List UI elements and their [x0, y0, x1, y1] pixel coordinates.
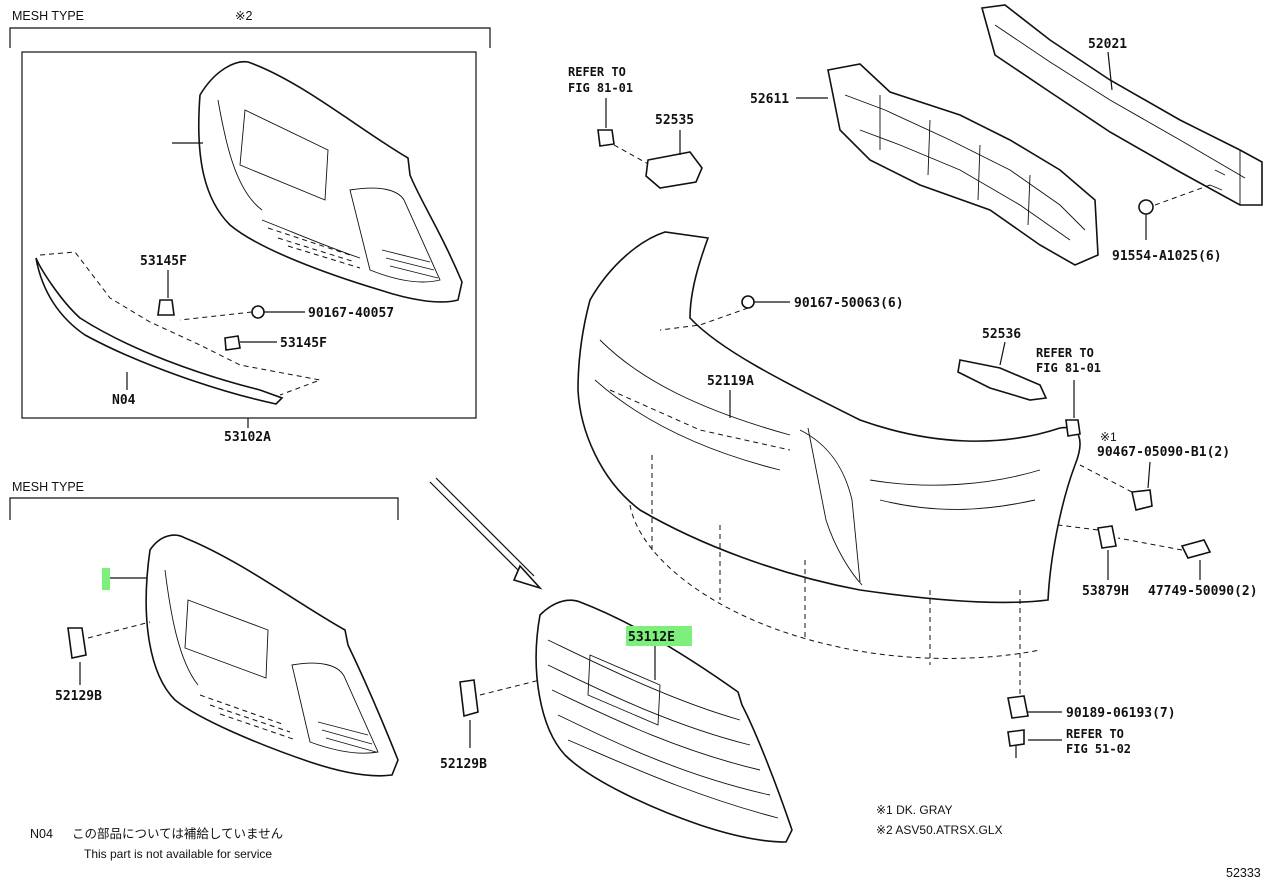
label-90167-40057: 90167-40057 [308, 306, 394, 321]
top-group-bracket [9, 27, 491, 419]
top-group-title: MESH TYPE [12, 9, 84, 23]
label-53102a: 53102A [224, 430, 271, 445]
clip-53879h[interactable] [1097, 525, 1117, 549]
lower-molding-n04[interactable] [35, 251, 322, 405]
clip-52129b-left[interactable] [67, 627, 87, 659]
label-53879h: 53879H [1082, 584, 1129, 599]
footnote-english: This part is not available for service [84, 847, 272, 861]
label-52119a: 52119A [707, 374, 754, 389]
nut-52535[interactable] [597, 129, 615, 147]
footnote-japanese: この部品については補給していません [72, 826, 283, 841]
reinforcement-52021[interactable] [980, 4, 1263, 206]
label-52129b-left: 52129B [55, 689, 102, 704]
direction-arrow [429, 477, 543, 590]
label-91554: 91554-A1025(6) [1112, 249, 1222, 264]
bolt-fig51[interactable] [1007, 729, 1025, 758]
label-refer-b2: FIG 81-01 [1036, 361, 1101, 375]
legend-note-2: ※2 ASV50.ATRSX.GLX [876, 823, 1003, 837]
label-refer-c1: REFER TO [1066, 727, 1124, 741]
clip-90189[interactable] [1007, 695, 1029, 719]
label-refer-a1: REFER TO [568, 65, 626, 79]
label-52129b-mid: 52129B [440, 757, 487, 772]
grille-louver-53112e[interactable] [535, 599, 793, 843]
absorber-52611[interactable] [827, 63, 1099, 266]
label-47749: 47749-50090(2) [1148, 584, 1258, 599]
nut-52536[interactable] [1065, 419, 1081, 437]
figure-id: 52333 [1226, 866, 1261, 880]
legend-note-1: ※1 DK. GRAY [876, 803, 953, 817]
label-90167-50063: 90167-50063(6) [794, 296, 904, 311]
bracket-52536[interactable] [957, 359, 1048, 401]
highlight-marker-left [102, 568, 110, 590]
footnote-code: N04 [30, 827, 53, 841]
label-52021: 52021 [1088, 37, 1127, 52]
clip-53145f-a[interactable] [157, 299, 175, 316]
bracket-52535[interactable] [645, 151, 703, 189]
grille-mesh-bottom[interactable] [145, 534, 399, 777]
bumper-cover-52119a[interactable] [577, 231, 1081, 604]
bottom-group-bracket [9, 497, 399, 520]
label-n04: N04 [112, 393, 136, 408]
top-group-note-ref: ※2 [235, 9, 252, 23]
label-90189: 90189-06193(7) [1066, 706, 1176, 721]
label-star1: ※1 [1100, 430, 1117, 444]
label-refer-a2: FIG 81-01 [568, 81, 633, 95]
label-refer-c2: FIG 51-02 [1066, 742, 1131, 756]
clip-90467[interactable] [1131, 489, 1153, 511]
clip-52129b-mid[interactable] [459, 679, 479, 718]
label-90467: 90467-05090-B1(2) [1097, 445, 1230, 460]
screw-47749[interactable] [1180, 539, 1212, 559]
label-52536: 52536 [982, 327, 1021, 342]
label-53145f-a: 53145F [140, 254, 187, 269]
highlight-53112e [626, 626, 692, 646]
clip-53145f-b[interactable] [224, 335, 277, 351]
label-refer-b1: REFER TO [1036, 346, 1094, 360]
screw-90167-50063[interactable] [741, 295, 790, 309]
label-52611: 52611 [750, 92, 789, 107]
label-53112e: 53112E [628, 630, 675, 645]
screw-90167-40057[interactable] [251, 305, 305, 319]
label-52535: 52535 [655, 113, 694, 128]
bottom-group-title: MESH TYPE [12, 480, 84, 494]
bolt-91554[interactable] [1138, 199, 1154, 240]
label-53145f-b: 53145F [280, 336, 327, 351]
grille-mesh-top[interactable] [197, 60, 463, 303]
